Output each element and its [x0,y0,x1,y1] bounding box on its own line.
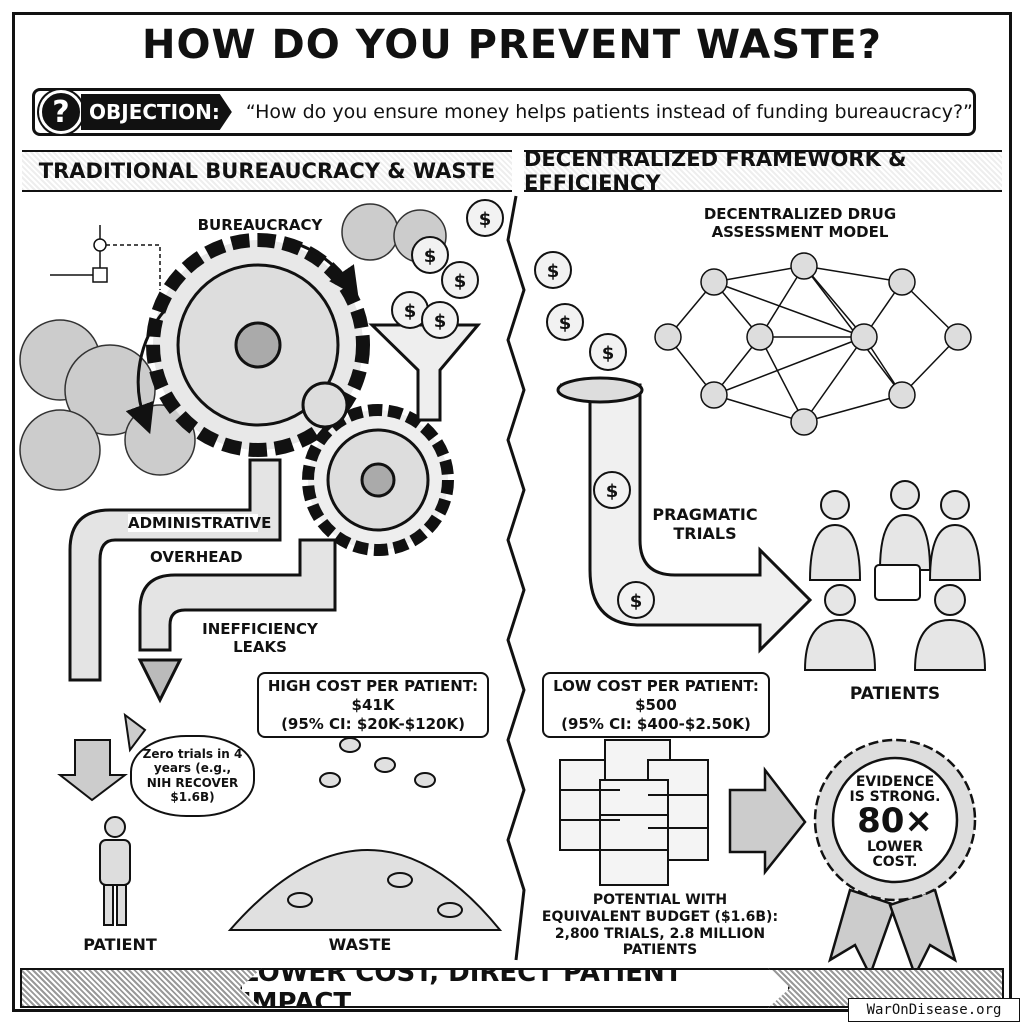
right-arrow-icon [728,766,807,876]
page-title: HOW DO YOU PREVENT WASTE? [142,22,882,68]
model-label: DECENTRALIZED DRUG ASSESSMENT MODEL [703,205,897,241]
svg-text:$: $ [434,311,447,332]
administrative-label: ADMINISTRATIVE [128,514,272,532]
pipe-icon [68,458,337,704]
watermark: WarOnDisease.org [848,998,1020,1022]
zigzag-divider [506,195,526,961]
money-bag-icon: $ $ $ $ $ $ $ $ $ $ [391,199,655,619]
svg-text:$: $ [602,343,615,364]
high-cost-line1: HIGH COST PER PATIENT: $41K [267,677,479,714]
network-edge [803,265,903,283]
right-header: DECENTRALIZED FRAMEWORK & EFFICIENCY [524,147,1002,195]
inefficiency-leaks-label: INEFFICIENCY LEAKS [202,620,318,656]
pragmatic-trials-label: PRAGMATIC TRIALS [652,505,758,544]
network-node [700,268,728,296]
network-node [700,381,728,409]
network-node [944,323,972,351]
question-icon: ? [39,90,83,134]
left-header: TRADITIONAL BUREAUCRACY & WASTE [22,150,512,192]
network-edge [759,336,805,423]
gear-icon [146,233,454,556]
thought-bubble: Zero trials in 4 years (e.g., NIH RECOVE… [130,735,255,817]
waste-label: WASTE [328,935,392,954]
badge-multiplier: 80× [857,801,933,842]
patient-figure-icon [99,816,131,926]
network-edge [803,394,903,423]
network-edge [803,265,865,338]
coin-pile-icon [227,737,503,931]
overhead-label: OVERHEAD [150,548,243,566]
trial-pipe-icon [559,383,813,654]
network-edge [713,281,865,338]
footer-banner: LOWER COST, DIRECT PATIENT IMPACT [240,968,790,1008]
leak-arrow-icon [57,712,147,802]
patient-label: PATIENT [83,935,157,954]
potential-label: POTENTIAL WITH EQUIVALENT BUDGET ($1.6B)… [541,892,779,959]
high-cost-box: HIGH COST PER PATIENT: $41K (95% CI: $20… [257,672,489,739]
network-edge [803,336,865,423]
funnel-icon [368,323,482,422]
medical-team-icon [803,480,987,671]
flowchart-icon [50,225,161,290]
svg-text:$: $ [547,261,560,282]
badge-text: EVIDENCE IS STRONG. 80× LOWER COST. [835,774,955,870]
trial-cubes-icon [559,739,709,886]
network-node [654,323,682,351]
svg-text:$: $ [424,246,437,267]
low-cost-line2: (95% CI: $400-$2.50K) [561,714,751,733]
patients-label: PATIENTS [849,684,941,704]
svg-text:$: $ [606,481,619,502]
low-cost-line1: LOW COST PER PATIENT: $500 [553,677,759,714]
objection-bar: ? OBJECTION: “How do you ensure money he… [32,88,976,136]
network-edge [759,265,805,338]
badge-line2: LOWER COST. [866,839,924,870]
network-node [790,252,818,280]
svg-text:$: $ [559,313,572,334]
network-node [888,268,916,296]
award-badge-icon [813,738,977,979]
network-edge [713,394,805,423]
svg-text:$: $ [454,271,467,292]
badge-line1: EVIDENCE IS STRONG. [849,774,941,805]
network-node [790,408,818,436]
objection-label: OBJECTION: [81,94,232,130]
outer-frame [12,12,1012,1012]
network-node [746,323,774,351]
network-node [888,381,916,409]
network-edge [713,336,865,396]
svg-text:$: $ [630,591,643,612]
objection-text: “How do you ensure money helps patients … [245,101,973,123]
bureaucracy-label: BUREAUCRACY [197,216,323,234]
svg-text:$: $ [479,209,492,230]
low-cost-box: LOW COST PER PATIENT: $500 (95% CI: $400… [542,672,770,739]
svg-text:$: $ [404,301,417,322]
network-node [850,323,878,351]
network-diagram [654,252,972,436]
high-cost-line2: (95% CI: $20K-$120K) [281,714,465,733]
network-edge [713,265,805,283]
